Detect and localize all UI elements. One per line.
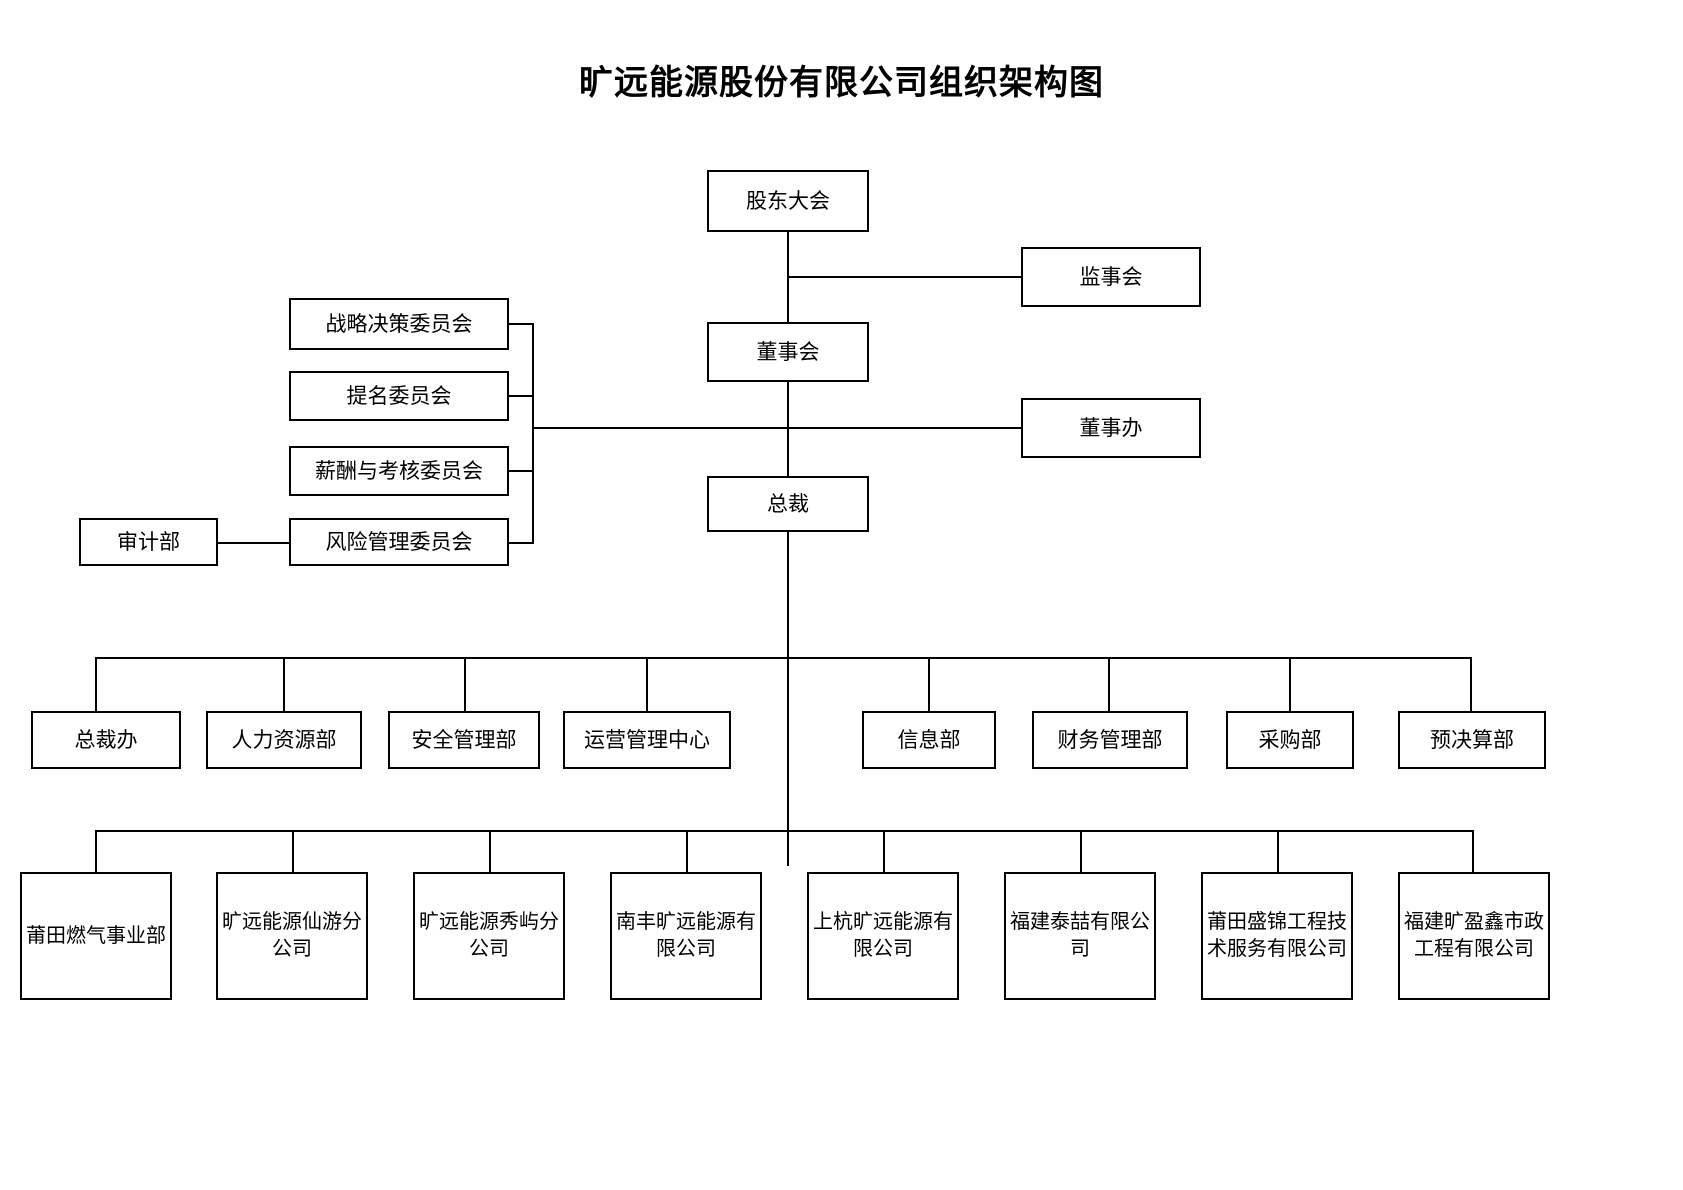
- connector-audit-to-risk-committee: [218, 542, 289, 545]
- department-drop-2: [283, 657, 286, 713]
- node-department-presidents-office[interactable]: 总裁办: [31, 711, 181, 769]
- committee-stub-risk: [509, 542, 534, 545]
- department-drop-3: [464, 657, 467, 713]
- department-drop-8: [1470, 657, 1473, 713]
- department-drop-7: [1289, 657, 1292, 713]
- node-department-procurement[interactable]: 采购部: [1226, 711, 1354, 769]
- department-drop-4: [646, 657, 649, 713]
- node-department-finance-management[interactable]: 财务管理部: [1032, 711, 1188, 769]
- node-board-office[interactable]: 董事办: [1021, 398, 1201, 458]
- node-shareholders-meeting[interactable]: 股东大会: [707, 170, 869, 232]
- committee-rail: [532, 323, 535, 544]
- department-drop-5: [928, 657, 931, 713]
- connector-board-to-supervisory: [787, 276, 1021, 279]
- node-department-budget-settlement[interactable]: 预决算部: [1398, 711, 1546, 769]
- subsidiary-drop-2: [292, 830, 295, 874]
- committee-stub-nomination: [509, 395, 534, 398]
- node-subsidiary-nanfeng-energy[interactable]: 南丰旷远能源有限公司: [610, 872, 762, 1000]
- node-subsidiary-fujian-kuangyingxin[interactable]: 福建旷盈鑫市政工程有限公司: [1398, 872, 1550, 1000]
- node-subsidiary-xianyou-branch[interactable]: 旷远能源仙游分公司: [216, 872, 368, 1000]
- page-title: 旷远能源股份有限公司组织架构图: [579, 65, 1104, 102]
- node-subsidiary-shanghang-energy[interactable]: 上杭旷远能源有限公司: [807, 872, 959, 1000]
- node-committee-risk[interactable]: 风险管理委员会: [289, 518, 509, 566]
- node-audit-department[interactable]: 审计部: [79, 518, 218, 566]
- connector-committees-to-board: [532, 427, 788, 430]
- node-committee-compensation[interactable]: 薪酬与考核委员会: [289, 446, 509, 496]
- node-department-information[interactable]: 信息部: [862, 711, 996, 769]
- node-committee-strategy[interactable]: 战略决策委员会: [289, 298, 509, 350]
- subsidiary-drop-4: [686, 830, 689, 874]
- node-department-human-resources[interactable]: 人力资源部: [206, 711, 362, 769]
- node-department-safety-management[interactable]: 安全管理部: [388, 711, 540, 769]
- subsidiary-drop-1: [95, 830, 98, 874]
- connector-board-to-board-office: [787, 427, 1021, 430]
- committee-stub-compensation: [509, 470, 534, 473]
- subsidiary-drop-6: [1080, 830, 1083, 874]
- subsidiary-drop-8: [1472, 830, 1475, 874]
- department-bus-line: [95, 657, 1472, 660]
- subsidiary-bus-line: [95, 830, 1472, 833]
- subsidiary-drop-7: [1277, 830, 1280, 874]
- node-subsidiary-putian-gas-division[interactable]: 莆田燃气事业部: [20, 872, 172, 1000]
- department-drop-6: [1108, 657, 1111, 713]
- node-committee-nomination[interactable]: 提名委员会: [289, 371, 509, 421]
- connector-president-trunk: [787, 532, 790, 866]
- committee-stub-strategy: [509, 323, 534, 326]
- node-subsidiary-fujian-taizhe[interactable]: 福建泰喆有限公司: [1004, 872, 1156, 1000]
- node-subsidiary-xiuyu-branch[interactable]: 旷远能源秀屿分公司: [413, 872, 565, 1000]
- department-drop-1: [95, 657, 98, 713]
- subsidiary-drop-5: [883, 830, 886, 874]
- node-president[interactable]: 总裁: [707, 476, 869, 532]
- node-supervisory-board[interactable]: 监事会: [1021, 247, 1201, 307]
- node-board-of-directors[interactable]: 董事会: [707, 322, 869, 382]
- subsidiary-drop-3: [489, 830, 492, 874]
- node-department-operations-center[interactable]: 运营管理中心: [563, 711, 731, 769]
- node-subsidiary-putian-shengjin[interactable]: 莆田盛锦工程技术服务有限公司: [1201, 872, 1353, 1000]
